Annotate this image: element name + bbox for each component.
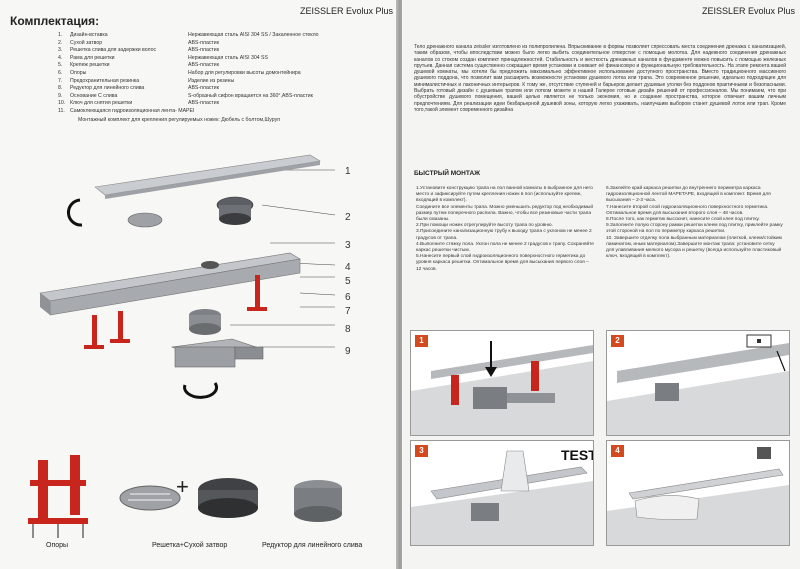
- component-num: 5.: [58, 62, 63, 69]
- component-material: Нержавеющая сталь AISI 304 SS / Закаленн…: [188, 32, 319, 38]
- component-num: 3.: [58, 47, 63, 54]
- install-step: 3.Присоедините канализационную трубу к в…: [416, 229, 592, 241]
- callout-number: 7: [345, 306, 351, 317]
- install-step: 10. Завершите отделку пола выбранным мат…: [606, 235, 782, 260]
- component-num: 1.: [58, 32, 63, 38]
- callout-number: 4: [345, 262, 351, 273]
- component-material: ABS-пластик: [188, 39, 219, 46]
- panel-illustration: [607, 334, 789, 435]
- label-reducer: Редуктор для линейного слива: [262, 542, 363, 549]
- steps-column-1: 1.Установите конструкцию трапа на пол ва…: [416, 186, 594, 273]
- install-step: 5.Нанесите первый слой гидроизоляционног…: [416, 254, 589, 272]
- component-num: 9.: [58, 92, 63, 99]
- component-material: ABS-пластик: [188, 47, 219, 54]
- install-step: 9.Заполните полую сторону рамки решетки …: [606, 223, 783, 235]
- component-name: Крепеж решетки: [70, 62, 110, 69]
- component-item: 11. Самоклеющаяся гидроизоляционная лента…: [58, 108, 388, 116]
- intro-paragraph: Тело дренажного канала zeissler изготовл…: [414, 44, 786, 113]
- component-material: ABS-пластик: [188, 100, 219, 107]
- callout-number: 8: [345, 324, 351, 335]
- component-name: Опоры: [70, 69, 87, 76]
- design-insert: [94, 154, 321, 199]
- component-name: Решетка слива для задержки волос: [70, 47, 157, 54]
- component-item: 8. Редуктор для линейного слива ABS-пласти…: [58, 85, 388, 93]
- component-item: 5. Крепеж решетки ABS-пластик: [58, 62, 388, 70]
- panel-number: 1: [415, 335, 428, 347]
- component-item: 10. Ключ для снятия решетки ABS-пластик: [58, 100, 388, 108]
- component-material: Изделие из резины: [188, 77, 235, 84]
- panel-number: 3: [415, 445, 428, 457]
- install-panel-1: 1: [410, 330, 594, 436]
- page-title: Комплектация:: [10, 14, 100, 28]
- test-label: TEST: [561, 447, 594, 463]
- callout-number: 3: [345, 240, 351, 251]
- component-name: Дизайн-вставка: [70, 32, 108, 38]
- panel-number: 4: [611, 445, 624, 457]
- component-name: Редуктор для линейного слива: [70, 85, 145, 92]
- component-num: 2.: [58, 39, 63, 46]
- component-material: Нержавеющая сталь AISI 304 SS: [188, 54, 268, 61]
- quick-install-heading: БЫСТРЫЙ МОНТАЖ: [414, 170, 481, 177]
- component-material: ABS-пластик: [188, 85, 219, 92]
- label-grate-trap: Решетка+Сухой затвор: [152, 542, 228, 549]
- component-item: 7. Предохранительная резинка Изделие из ре…: [58, 78, 388, 86]
- install-step: 6.Заклейте край каркаса решетки до внутр…: [606, 186, 771, 204]
- bottom-parts-illustration: +: [28, 455, 342, 538]
- component-num: 8.: [58, 85, 63, 92]
- panel-illustration: [411, 341, 593, 435]
- component-item: 3. Решетка слива для задержки волос ABS-пл…: [58, 47, 388, 55]
- svg-text:+: +: [176, 474, 189, 499]
- brand-header-left: ZEISSLER Evolux Plus: [300, 6, 394, 16]
- exploded-diagram: [39, 154, 336, 399]
- component-item: 2. Сухой затвор ABS-пластик: [58, 40, 388, 48]
- install-panel-2: 2: [606, 330, 790, 436]
- install-step: 1.Установите конструкцию трапа на пол ва…: [416, 186, 593, 204]
- component-num: 7.: [58, 77, 63, 84]
- component-name: Самоклеющаяся гидроизоляционная лента- M…: [70, 107, 195, 114]
- component-material: ABS-пластик: [188, 62, 219, 69]
- component-num: 6.: [58, 69, 63, 76]
- component-item: 1. Дизайн-вставка Нержавеющая сталь AISI 3…: [58, 32, 388, 40]
- install-step: 2.При помощи ножек отрегулируйте высоту …: [416, 223, 553, 229]
- install-panel-3: 3 TEST: [410, 440, 594, 546]
- brand-header-right: ZEISSLER Evolux Plus: [702, 6, 796, 16]
- right-page: ZEISSLER Evolux Plus Тело дренажного кан…: [402, 0, 800, 569]
- component-item: 6. Опоры Набор для регулировки высоты домо…: [58, 70, 388, 78]
- install-step: 8.После того, как герметик высохнет, нан…: [606, 217, 760, 223]
- callout-number: 5: [345, 276, 351, 287]
- callout-number: 6: [345, 292, 351, 303]
- install-step: 4.Выполните стяжку пола. Уклон пола не м…: [416, 241, 594, 254]
- callout-number: 1: [345, 166, 351, 177]
- install-panel-4: 4: [606, 440, 790, 546]
- component-num: 11.: [58, 107, 65, 114]
- component-material: S-образный сифон вращается на 360°,ABS-п…: [188, 92, 313, 99]
- component-name: Сухой затвор: [70, 39, 103, 46]
- steps-column-2: 6.Заклейте край каркаса решетки до внутр…: [606, 186, 784, 260]
- install-step: Соедините все элементы трапа. Можно умен…: [416, 204, 594, 223]
- book-gutter: [396, 0, 404, 569]
- install-step: 7.Нанесите второй слой гидроизоляционног…: [606, 204, 769, 216]
- callout-number: 2: [345, 212, 351, 223]
- component-material: Набор для регулировки высоты домонтейнир…: [188, 69, 301, 76]
- label-supports: Опоры: [46, 542, 69, 549]
- left-page: ZEISSLER Evolux Plus Комплектация: 1. Диз…: [0, 0, 398, 569]
- component-name: Основание С слива: [70, 92, 118, 99]
- component-name: Предохранительная резинка: [70, 77, 140, 84]
- component-item: 4. Рама для решетки Нержавеющая сталь AISI…: [58, 55, 388, 63]
- component-name: Рама для решетки: [70, 54, 115, 61]
- component-num: 10.: [58, 100, 66, 107]
- mount-note: Монтажный комплект для крепления регулир…: [78, 117, 281, 123]
- panel-illustration: [607, 447, 789, 545]
- panel-illustration: [411, 450, 593, 545]
- component-name: Ключ для снятия решетки: [70, 100, 133, 107]
- callout-number: 9: [345, 346, 351, 357]
- panel-number: 2: [611, 335, 624, 347]
- component-item: 9. Основание С слива S-образный сифон вращ…: [58, 93, 388, 101]
- component-num: 4.: [58, 54, 63, 61]
